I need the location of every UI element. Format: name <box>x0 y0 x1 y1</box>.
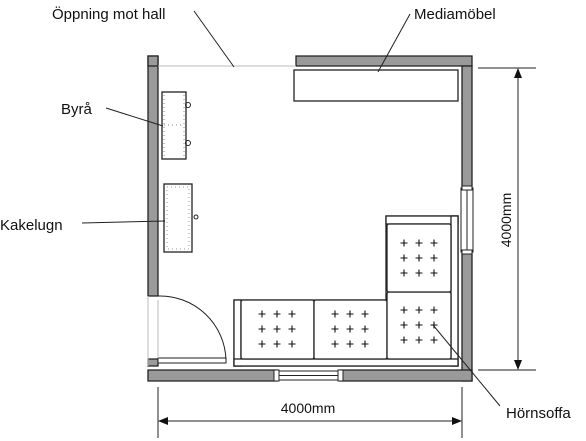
label-media: Mediamöbel <box>377 6 496 73</box>
tuft-cross <box>331 310 339 318</box>
tuft-cross <box>400 336 408 344</box>
tuft-cross <box>415 321 423 329</box>
tuft-cross <box>273 340 281 348</box>
stove-label: Kakelugn <box>0 217 63 234</box>
bottom-wall-left <box>147 369 278 382</box>
right-window <box>460 185 474 255</box>
tuft-cross <box>346 310 354 318</box>
tuft-cross <box>361 340 369 348</box>
tuft-cross <box>346 340 354 348</box>
left-wall-lower <box>147 358 159 367</box>
width-dimension-label: 4000mm <box>281 400 335 416</box>
tuft-cross <box>415 336 423 344</box>
tuft-cross <box>430 254 438 262</box>
tuft-cross <box>361 310 369 318</box>
tuft-cross <box>430 321 438 329</box>
tuft-cross <box>430 239 438 247</box>
height-dimension-label: 4000mm <box>498 193 514 247</box>
media-unit <box>293 69 459 102</box>
bottom-wall-right <box>339 369 473 382</box>
tuft-cross <box>258 310 266 318</box>
media-label: Mediamöbel <box>414 6 496 23</box>
corner-sofa <box>233 215 459 367</box>
tile-stove <box>163 183 199 253</box>
tuft-cross <box>346 325 354 333</box>
door <box>147 295 227 366</box>
tuft-cross <box>331 340 339 348</box>
tuft-cross <box>273 325 281 333</box>
tuft-cross <box>415 254 423 262</box>
right-wall-upper <box>461 65 473 189</box>
tuft-cross <box>430 306 438 314</box>
label-sofa: Hörnsoffa <box>432 324 571 422</box>
tuft-cross <box>331 325 339 333</box>
top-wall-left-stub <box>147 55 159 67</box>
tuft-cross <box>415 306 423 314</box>
tuft-cross <box>288 340 296 348</box>
tuft-cross <box>361 325 369 333</box>
tuft-cross <box>400 254 408 262</box>
tuft-cross <box>430 336 438 344</box>
dimension-width: 4000mm <box>157 387 463 438</box>
tuft-cross <box>400 306 408 314</box>
label-dresser: Byrå <box>61 101 164 127</box>
tuft-cross <box>415 239 423 247</box>
sofa-label: Hörnsoffa <box>506 405 571 422</box>
tuft-cross <box>273 310 281 318</box>
label-stove: Kakelugn <box>0 217 166 234</box>
bottom-window <box>273 369 344 382</box>
label-opening: Öppning mot hall <box>52 5 235 68</box>
left-wall-upper <box>147 55 159 297</box>
tuft-cross <box>288 310 296 318</box>
tuft-cross <box>415 269 423 277</box>
tuft-cross <box>258 340 266 348</box>
walls <box>147 55 473 382</box>
tuft-cross <box>400 239 408 247</box>
sofa-tufting <box>258 239 438 348</box>
tuft-cross <box>258 325 266 333</box>
tuft-cross <box>430 269 438 277</box>
dresser-label: Byrå <box>61 101 93 118</box>
tuft-cross <box>400 321 408 329</box>
dresser <box>161 91 191 160</box>
tuft-cross <box>400 269 408 277</box>
opening-label: Öppning mot hall <box>52 5 165 23</box>
tuft-cross <box>288 325 296 333</box>
dimension-height: 4000mm <box>478 67 536 371</box>
